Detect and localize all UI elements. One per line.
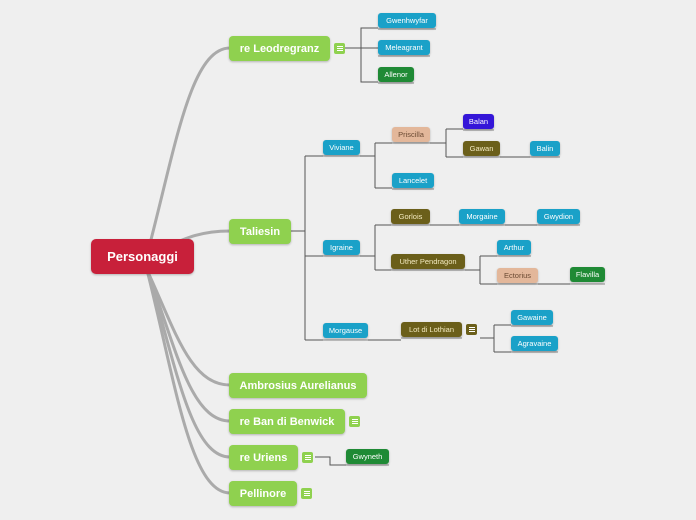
note-icon[interactable] bbox=[302, 452, 313, 463]
node-gwyneth[interactable]: Gwyneth bbox=[346, 449, 389, 464]
node-igraine[interactable]: Igraine bbox=[323, 240, 360, 255]
note-icon[interactable] bbox=[301, 488, 312, 499]
node-ambrosius-aurelianus[interactable]: Ambrosius Aurelianus bbox=[229, 373, 367, 398]
node-lancelet[interactable]: Lancelet bbox=[392, 173, 434, 188]
node-gorlois[interactable]: Gorlois bbox=[391, 209, 430, 224]
node-re-leodregranz[interactable]: re Leodregranz bbox=[229, 36, 330, 61]
node-lot-di-lothian[interactable]: Lot di Lothian bbox=[401, 322, 462, 337]
node-gwenhwyfar[interactable]: Gwenhwyfar bbox=[378, 13, 436, 28]
node-re-ban-di-benwick[interactable]: re Ban di Benwick bbox=[229, 409, 345, 434]
node-flavilla[interactable]: Flavilla bbox=[570, 267, 605, 282]
node-gawaine[interactable]: Gawaine bbox=[511, 310, 553, 325]
note-icon[interactable] bbox=[334, 43, 345, 54]
node-allenor[interactable]: Allenor bbox=[378, 67, 414, 82]
node-ectorius[interactable]: Ectorius bbox=[497, 268, 538, 283]
node-agravaine[interactable]: Agravaine bbox=[511, 336, 558, 351]
node-priscilla[interactable]: Priscilla bbox=[392, 127, 430, 142]
node-meleagrant[interactable]: Meleagrant bbox=[378, 40, 430, 55]
node-arthur[interactable]: Arthur bbox=[497, 240, 531, 255]
node-gwydion[interactable]: Gwydion bbox=[537, 209, 580, 224]
node-morgaine[interactable]: Morgaine bbox=[459, 209, 505, 224]
node-balin[interactable]: Balin bbox=[530, 141, 560, 156]
node-pellinore[interactable]: Pellinore bbox=[229, 481, 297, 506]
node-gawan[interactable]: Gawan bbox=[463, 141, 500, 156]
node-taliesin[interactable]: Taliesin bbox=[229, 219, 291, 244]
node-morgause[interactable]: Morgause bbox=[323, 323, 368, 338]
node-balan[interactable]: Balan bbox=[463, 114, 494, 129]
node-uther-pendragon[interactable]: Uther Pendragon bbox=[391, 254, 465, 269]
note-icon[interactable] bbox=[349, 416, 360, 427]
note-icon[interactable] bbox=[466, 324, 477, 335]
root-node[interactable]: Personaggi bbox=[91, 239, 194, 274]
node-re-uriens[interactable]: re Uriens bbox=[229, 445, 298, 470]
node-viviane[interactable]: Viviane bbox=[323, 140, 360, 155]
